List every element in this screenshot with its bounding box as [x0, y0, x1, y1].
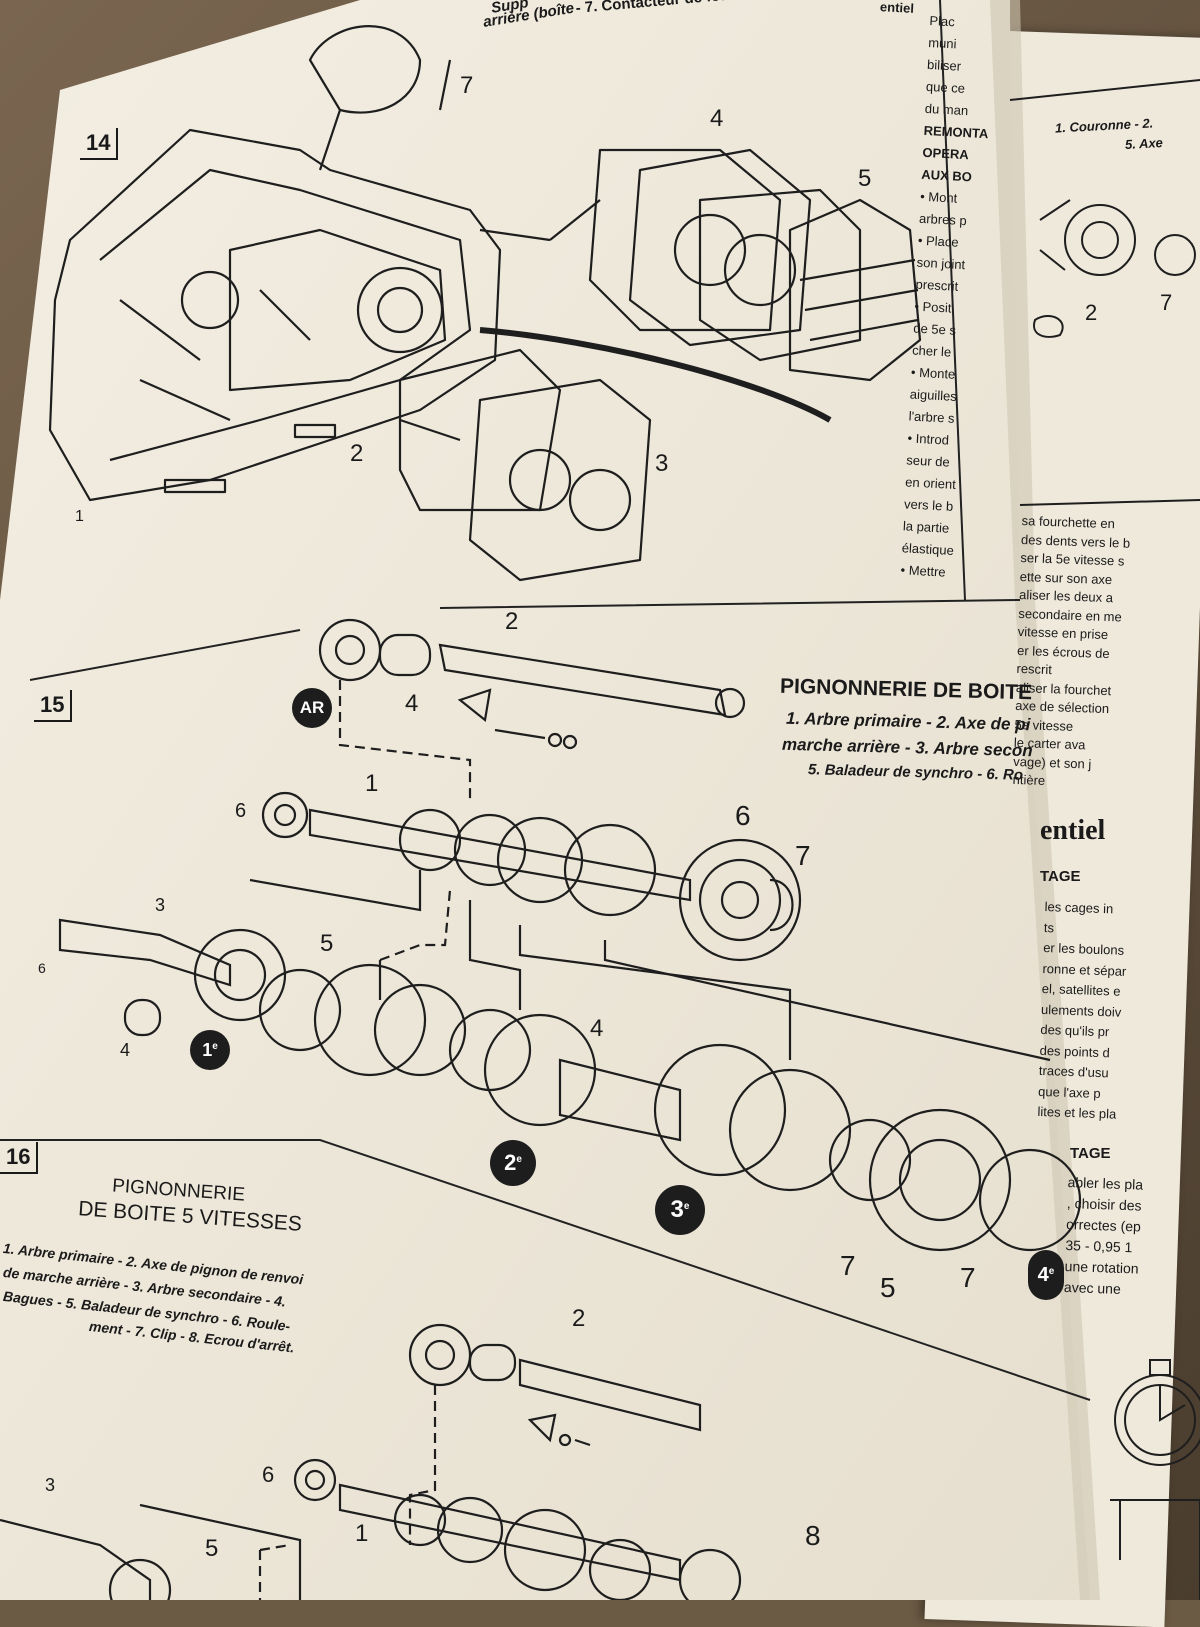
rc-line: • Mettre: [900, 562, 947, 580]
fig15-callout-5b: 5: [880, 1272, 896, 1303]
fig15-callout-4b: 4: [120, 1040, 131, 1060]
fig15-number: 15: [34, 690, 73, 722]
fig15-callout-6b: 6: [735, 800, 751, 831]
fig14-number: 14: [80, 128, 119, 160]
fig14-drawing: [48, 25, 922, 582]
fig14-callout-1: 1: [75, 508, 84, 525]
right-page-body-3: abler les pla , choisir des orrectes (ep…: [1063, 1172, 1200, 1317]
right-page-caption-line2: 5. Axe: [1124, 135, 1164, 152]
page-sheet: [0, 0, 1090, 1600]
fig15-callout-4c: 4: [590, 1015, 604, 1042]
reverse-gear-badge: AR: [292, 688, 332, 728]
fig14-callout-4: 4: [710, 105, 724, 132]
right-page-callout-2: 2: [1085, 300, 1098, 325]
fig15-drawing: [58, 618, 1082, 1252]
right-page-callout-7: 7: [1160, 290, 1173, 315]
fig16-callout-5: 5: [205, 1535, 219, 1562]
top-caption-fragment: entiel: [879, 0, 915, 16]
fig16-callout-3: 3: [45, 1475, 56, 1495]
right-page-heading: entiel: [1040, 815, 1106, 846]
right-page-subheading-1: TAGE: [1040, 868, 1081, 885]
fig15-callout-6c: 6: [38, 960, 46, 976]
fig15-callout-6a: 6: [235, 800, 247, 822]
rp2-line: lites et les pla: [1037, 1103, 1117, 1122]
fig14-callout-7: 7: [460, 72, 474, 99]
rp3-line: avec une: [1063, 1278, 1122, 1297]
fig16-callout-1: 1: [355, 1520, 369, 1547]
fig15-callout-2: 2: [505, 608, 519, 635]
fig15-callout-3: 3: [155, 895, 166, 915]
fig15-callout-4: 4: [405, 690, 419, 717]
right-page-body: sa fourchette en des dents vers le b ser…: [1012, 512, 1200, 818]
fig15-callout-1: 1: [365, 770, 379, 797]
fig14-callout-2: 2: [350, 440, 364, 467]
fig15-callout-7a: 7: [795, 840, 811, 871]
fig15-callout-5a: 5: [320, 930, 334, 957]
fig16-callout-6: 6: [262, 1462, 275, 1487]
right-page-body-2: les cages in ts er les boulons ronne et …: [1037, 897, 1200, 1132]
fig16-callout-8: 8: [805, 1520, 821, 1551]
fig16-callout-2: 2: [572, 1305, 586, 1332]
fig15-callout-7c: 7: [960, 1262, 976, 1293]
fig16-drawing: [0, 1323, 742, 1600]
fig14-callout-3: 3: [655, 450, 669, 477]
dial-gauge-drawing: [1009, 79, 1200, 1600]
fig14-callout-5: 5: [858, 165, 872, 192]
right-page-subheading-2: TAGE: [1070, 1145, 1111, 1162]
fig15-callout-7b: 7: [840, 1250, 856, 1281]
fig16-number: 16: [0, 1142, 39, 1174]
